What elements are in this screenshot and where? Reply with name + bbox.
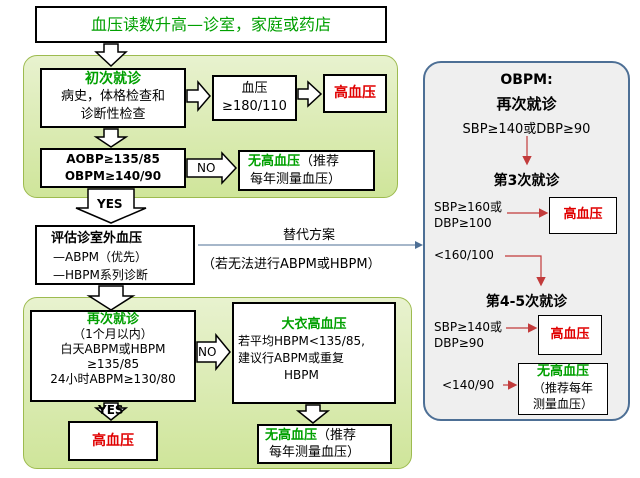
arrow-right-no1	[186, 151, 238, 185]
obpm-arrow-3	[505, 255, 546, 287]
arrow-down-yes1	[75, 188, 147, 224]
no-hypertension-2-rest: （推荐	[317, 428, 357, 443]
obpm-subtitle: 再次就诊	[496, 95, 557, 113]
white-coat-box: 大衣高血压 若平均HBPM<135/85, 建议行ABPM或重复 HBPM	[232, 302, 396, 404]
hypertension-box-1: 高血压	[323, 74, 387, 113]
aobp-line1: AOBP≥135/85	[66, 152, 160, 166]
assess-line2: —HBPM系列诊断	[53, 268, 148, 282]
alternative-note: （若无法进行ABPM或HBPM）	[202, 257, 381, 272]
arrow-right-initial	[186, 79, 211, 113]
hypertension-box-2: 高血压	[68, 421, 158, 461]
white-coat-line3: HBPM	[284, 368, 319, 382]
obpm-no-hypertension-line2: 测量血压）	[532, 397, 593, 411]
no-hypertension-1-rest: （推荐	[300, 154, 340, 169]
visit45-criterion-b: DBP≥90	[434, 336, 485, 350]
revisit-title: 再次就诊	[86, 312, 139, 327]
hypertension-label-2: 高血压	[92, 433, 134, 449]
arrow-down-whitecoat	[295, 404, 331, 424]
bp-threshold-line1: 血压	[241, 81, 268, 96]
elevated-bp-box: 血压读数升高—诊室，家庭或药店	[35, 6, 387, 43]
initial-visit-line1: 病史，体格检查和	[60, 89, 165, 104]
no-hypertension-1-line2: 每年测量血压）	[250, 172, 342, 187]
visit45-low: <140/90	[442, 378, 495, 392]
arrow-down-revisit	[93, 402, 129, 421]
bp-threshold-box: 血压 ≥180/110	[212, 75, 297, 121]
initial-visit-title: 初次就诊	[85, 71, 141, 87]
revisit-line3: ≥135/85	[86, 357, 140, 371]
arrow-down-initial	[93, 128, 129, 148]
revisit-box: 再次就诊 （1个月以内） 白天ABPM或HBPM ≥135/85 24小时ABP…	[30, 310, 196, 402]
no-label-2: NO	[198, 345, 217, 359]
white-coat-line2: 建议行ABPM或重复	[238, 351, 345, 365]
revisit-line4: 24小时ABPM≥130/80	[50, 372, 176, 386]
assess-box: 评估诊室外血压 —ABPM（优先） —HBPM系列诊断	[35, 225, 195, 285]
no-hypertension-2-row: 无高血压（推荐	[265, 427, 390, 444]
visit3-low: <160/100	[434, 248, 494, 262]
obpm-no-hypertension-line1: （推荐每年	[532, 381, 593, 395]
elevated-bp-title: 血压读数升高—诊室，家庭或药店	[90, 15, 331, 34]
obpm-panel	[423, 61, 630, 421]
yes-label-1: YES	[97, 197, 123, 211]
visit45-label: 第4-5次就诊	[485, 294, 568, 310]
obpm-no-hypertension-title: 无高血压	[536, 364, 589, 379]
hypertension-label-1: 高血压	[334, 85, 376, 101]
visit45-criterion-a: SBP≥140或	[434, 320, 503, 334]
visit3-criterion-b: DBP≥100	[434, 216, 492, 230]
white-coat-line1: 若平均HBPM<135/85,	[238, 334, 365, 348]
no-hypertension-1-title: 无高血压	[248, 154, 301, 169]
white-coat-title: 大衣高血压	[281, 317, 347, 332]
no-hypertension-box-2: 无高血压（推荐 每年测量血压）	[257, 424, 392, 464]
visit45-hypertension-box: 高血压	[538, 315, 602, 355]
arrow-down-assess	[86, 285, 136, 311]
initial-visit-box: 初次就诊 病史，体格检查和 诊断性检查	[40, 68, 186, 128]
arrow-right-no2	[196, 332, 231, 372]
arrow-down-top	[94, 43, 128, 68]
no-hypertension-2-line2: 每年测量血压）	[269, 445, 361, 460]
no-label-1: NO	[197, 161, 216, 175]
no-hypertension-box-1: 无高血压（推荐 每年测量血压）	[238, 150, 375, 191]
aobp-line2: OBPM≥140/90	[64, 169, 162, 183]
revisit-line2: 白天ABPM或HBPM	[60, 342, 166, 356]
visit3-label: 第3次就诊	[493, 173, 560, 189]
visit3-hypertension-box: 高血压	[549, 197, 617, 234]
bp-threshold-line2: ≥180/110	[222, 99, 287, 114]
obpm-criterion: SBP≥140或DBP≥90	[462, 122, 591, 137]
visit45-hypertension-label: 高血压	[550, 327, 590, 342]
initial-visit-line2: 诊断性检查	[80, 107, 146, 122]
alternative-label: 替代方案	[283, 228, 336, 243]
yes-label-2: YES	[98, 403, 124, 417]
visit3-criterion-a: SBP≥160或	[434, 200, 503, 214]
obpm-title: OBPM:	[500, 72, 553, 88]
visit3-hypertension-label: 高血压	[563, 207, 603, 222]
obpm-no-hypertension-box: 无高血压 （推荐每年 测量血压）	[518, 363, 608, 415]
assess-title: 评估诊室外血压	[51, 231, 143, 246]
no-hypertension-2-title: 无高血压	[265, 428, 318, 443]
revisit-line1: （1个月以内）	[73, 327, 153, 341]
arrow-right-bp	[297, 80, 323, 108]
no-hypertension-1-row: 无高血压（推荐	[248, 153, 373, 171]
aobp-box: AOBP≥135/85 OBPM≥140/90	[40, 148, 186, 188]
assess-line1: —ABPM（优先）	[53, 250, 148, 264]
